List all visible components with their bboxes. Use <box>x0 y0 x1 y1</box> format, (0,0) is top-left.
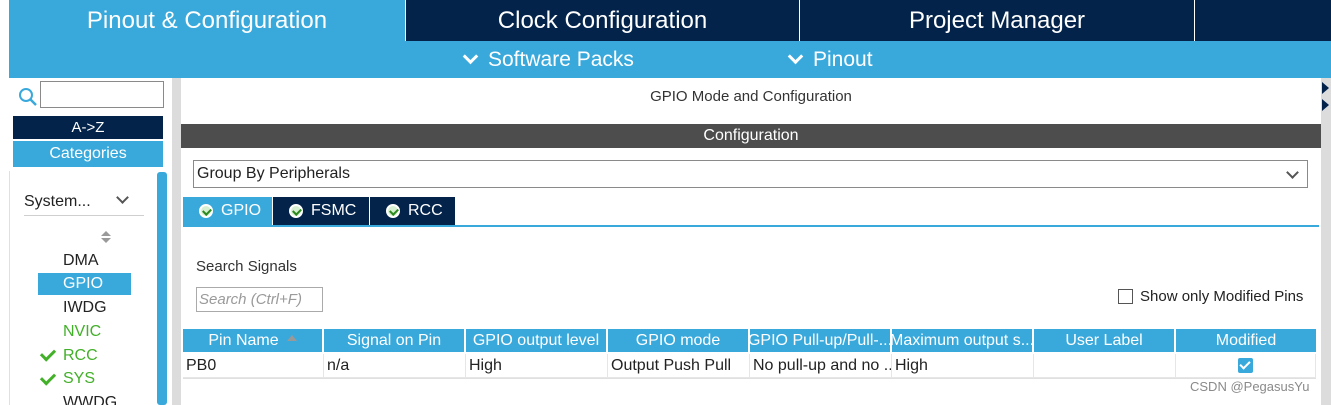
tab-label: GPIO <box>221 202 262 219</box>
tab-project-manager[interactable]: Project Manager <box>800 0 1194 41</box>
cell-pin-name[interactable]: PB0 <box>183 354 324 378</box>
sidebar-item-wwdg[interactable]: WWDG <box>38 392 131 405</box>
cell-signal[interactable]: n/a <box>324 354 466 378</box>
sidebar-item-label: WWDG <box>63 394 118 405</box>
sort-az-button[interactable]: A->Z <box>13 116 163 139</box>
column-label: GPIO mode <box>635 331 721 349</box>
mode-title: GPIO Mode and Configuration <box>181 80 1321 112</box>
table-bottom-border <box>183 378 1316 379</box>
sidebar-item-label: IWDG <box>63 299 107 316</box>
pinout-menu[interactable]: Pinout <box>787 41 873 78</box>
sidebar-item-rcc[interactable]: RCC <box>38 345 131 367</box>
check-circle-icon <box>289 204 303 218</box>
configuration-header-text: Configuration <box>703 127 799 144</box>
column-header-signal[interactable]: Signal on Pin <box>324 329 464 352</box>
tab-label: Pinout & Configuration <box>86 6 328 34</box>
cell-gpio-mode[interactable]: Output Push Pull <box>608 354 750 378</box>
categories-button[interactable]: Categories <box>13 141 163 167</box>
sidebar-item-label: DMA <box>63 252 99 269</box>
top-tab-bar: Pinout & Configuration Clock Configurati… <box>0 0 1331 41</box>
cell-pull[interactable]: No pull-up and no ... <box>750 354 892 378</box>
column-header-pin-name[interactable]: Pin Name <box>183 329 322 352</box>
chevron-down-icon <box>116 191 129 204</box>
category-group-select[interactable]: System... <box>24 188 144 216</box>
column-label: Modified <box>1215 331 1277 349</box>
categories-label: Categories <box>49 145 127 162</box>
chevron-down-icon <box>462 48 479 65</box>
cell-output-level[interactable]: High <box>466 354 608 378</box>
group-by-value: Group By Peripherals <box>197 165 350 182</box>
search-icon <box>19 88 37 106</box>
checkbox-icon <box>1118 288 1133 304</box>
sidebar-item-sys[interactable]: SYS <box>38 368 131 390</box>
sidebar-item-nvic[interactable]: NVIC <box>38 321 131 343</box>
sidebar-item-dma[interactable]: DMA <box>38 250 131 272</box>
cell-max-speed[interactable]: High <box>892 354 1034 378</box>
column-header-user-label[interactable]: User Label <box>1034 329 1174 352</box>
software-packs-menu[interactable]: Software Packs <box>462 41 634 78</box>
tab-clock-configuration[interactable]: Clock Configuration <box>406 0 799 41</box>
search-signals-label: Search Signals <box>196 258 297 275</box>
peripheral-search-input[interactable] <box>40 81 164 108</box>
configuration-header: Configuration <box>181 124 1321 148</box>
tab-fsmc[interactable]: FSMC <box>273 197 369 225</box>
category-scrollbar[interactable] <box>157 172 167 405</box>
check-circle-icon <box>199 204 213 218</box>
expand-arrow-icon[interactable] <box>1322 82 1329 94</box>
column-label: Signal on Pin <box>346 331 442 349</box>
tab-rcc[interactable]: RCC <box>370 197 455 225</box>
chevron-down-icon <box>1286 166 1299 179</box>
column-header-output-level[interactable]: GPIO output level <box>466 329 606 352</box>
cell-user-label[interactable] <box>1034 354 1176 378</box>
sub-nav-bar: Software Packs Pinout <box>9 41 1331 78</box>
sort-icon[interactable] <box>100 230 112 244</box>
chevron-down-icon <box>787 48 804 65</box>
group-by-select[interactable]: Group By Peripherals <box>193 160 1308 188</box>
cell-modified[interactable] <box>1176 354 1316 378</box>
column-header-modified[interactable]: Modified <box>1176 329 1316 352</box>
tab-underline <box>183 225 1319 227</box>
tab-label: RCC <box>408 202 443 219</box>
column-header-max-speed[interactable]: Maximum output s... <box>892 329 1032 352</box>
sidebar-item-label: GPIO <box>63 275 104 292</box>
sidebar-item-label: NVIC <box>63 323 102 340</box>
column-label: Pin Name <box>208 331 279 349</box>
expand-arrow-icon[interactable] <box>1322 99 1329 111</box>
panel-splitter[interactable] <box>172 78 181 405</box>
column-label: GPIO Pull-up/Pull-... <box>750 331 890 349</box>
tab-label: Project Manager <box>908 6 1086 34</box>
right-collapse-strip[interactable] <box>1321 78 1331 405</box>
category-group-value: System... <box>24 192 91 210</box>
tab-gpio[interactable]: GPIO <box>183 197 272 225</box>
sort-az-label: A->Z <box>71 119 105 136</box>
sidebar-item-gpio[interactable]: GPIO <box>38 273 131 295</box>
search-signals-input[interactable] <box>196 287 323 312</box>
tab-label: Clock Configuration <box>497 6 708 34</box>
sort-arrow-icon <box>286 334 297 341</box>
sidebar-item-label: RCC <box>63 347 98 364</box>
watermark: CSDN @PegasusYu <box>1190 379 1310 394</box>
show-modified-checkbox[interactable]: Show only Modified Pins <box>1118 287 1303 305</box>
pinout-label: Pinout <box>813 47 873 71</box>
column-label: Maximum output s... <box>892 331 1032 349</box>
checkbox-checked-icon <box>1238 358 1253 373</box>
column-label: GPIO output level <box>472 331 600 349</box>
column-header-pull[interactable]: GPIO Pull-up/Pull-... <box>750 329 890 352</box>
tab-overflow[interactable] <box>1195 0 1331 41</box>
column-label: User Label <box>1065 331 1143 349</box>
show-modified-label: Show only Modified Pins <box>1140 287 1304 305</box>
check-circle-icon <box>386 204 400 218</box>
tab-pinout-configuration[interactable]: Pinout & Configuration <box>9 0 405 41</box>
software-packs-label: Software Packs <box>488 47 634 71</box>
sidebar-item-iwdg[interactable]: IWDG <box>38 297 131 319</box>
column-header-gpio-mode[interactable]: GPIO mode <box>608 329 748 352</box>
mode-title-text: GPIO Mode and Configuration <box>650 87 852 105</box>
tab-label: FSMC <box>311 202 357 219</box>
sidebar-item-label: SYS <box>63 370 96 387</box>
